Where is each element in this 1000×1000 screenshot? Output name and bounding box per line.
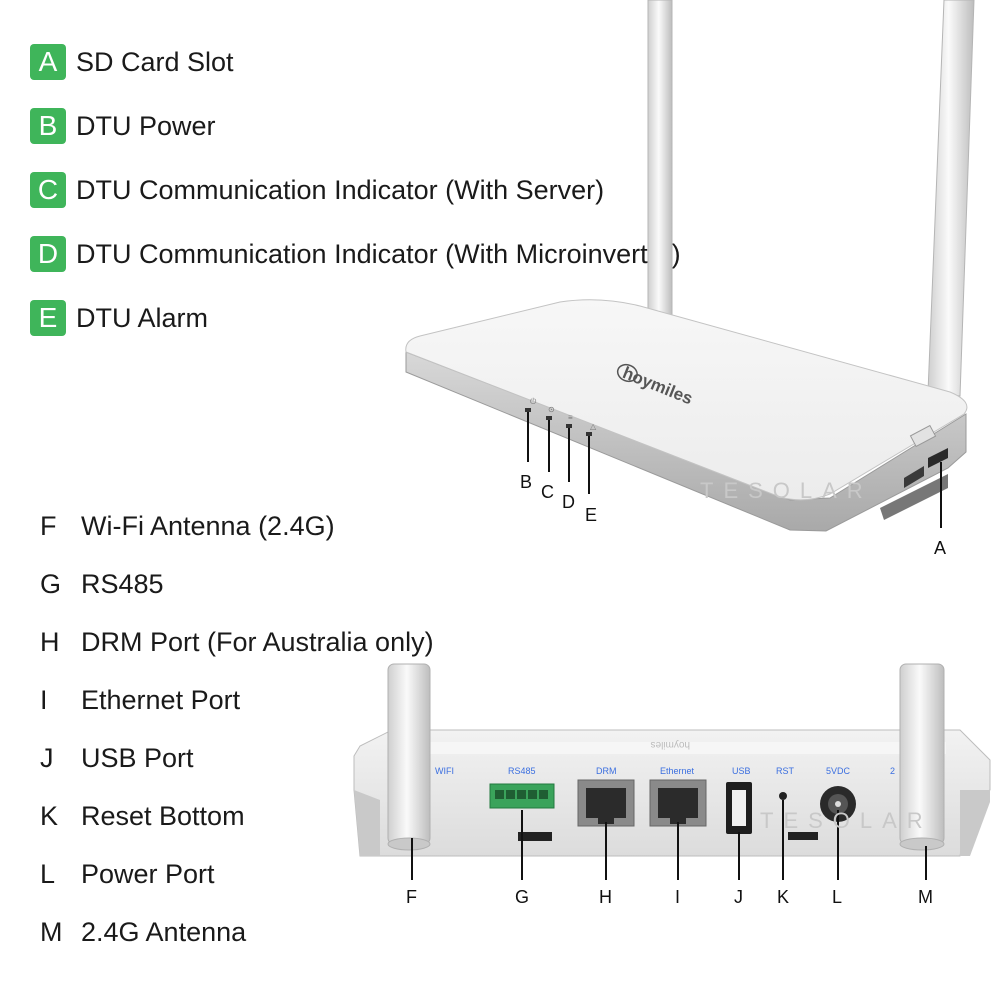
legend-badge-d: D (30, 236, 66, 272)
rs485-terminal (489, 783, 555, 809)
legend-text-j: USB Port (81, 742, 194, 773)
legend-item-h: H DRM Port (For Australia only) (40, 622, 434, 662)
rear-antenna-right (899, 663, 945, 851)
led-server (546, 416, 552, 420)
led-power (525, 408, 531, 412)
led-microinverter (566, 424, 572, 428)
legend-text-b: DTU Power (76, 110, 216, 141)
legend-letter-j: J (40, 742, 54, 773)
rear-watermark: TESOLAR (760, 808, 933, 833)
reset-hole (779, 792, 787, 800)
top-antenna-left (647, 0, 673, 323)
label-wifi: WIFI (435, 766, 454, 776)
callout-e: E (585, 505, 597, 525)
label-5vdc: 5VDC (826, 766, 851, 776)
legend-item-k: K Reset Bottom (40, 796, 245, 836)
rear-slot-left (518, 832, 552, 841)
legend-text-m: 2.4G Antenna (81, 916, 247, 947)
callout-m: M (918, 887, 933, 907)
drm-port (577, 779, 635, 827)
callout-j: J (734, 887, 743, 907)
legend-item-g: G RS485 (40, 564, 164, 604)
legend-item-i: I Ethernet Port (40, 680, 240, 720)
callout-b: B (520, 472, 532, 492)
label-rs485: RS485 (508, 766, 536, 776)
label-ant2: 2 (890, 766, 895, 776)
legend-item-b: B DTU Power (30, 108, 216, 144)
callout-f: F (406, 887, 417, 907)
legend-item-a: A SD Card Slot (30, 44, 234, 80)
legend-item-m: M 2.4G Antenna (40, 912, 246, 952)
ethernet-port (649, 779, 707, 827)
alarm-icon: △ (590, 422, 597, 431)
server-icon: ⊙ (548, 405, 555, 414)
legend-item-c: C DTU Communication Indicator (With Serv… (30, 172, 604, 208)
legend-badge-c: C (30, 172, 66, 208)
rear-slot-right (788, 832, 818, 840)
led-alarm (586, 432, 592, 436)
legend-text-k: Reset Bottom (81, 800, 245, 831)
rear-antenna-left (387, 663, 431, 851)
power-icon: ⏻ (530, 397, 537, 406)
rear-brand-text: hoymiles (651, 739, 690, 750)
callout-i: I (675, 887, 680, 907)
callout-k: K (777, 887, 789, 907)
top-device-face (405, 299, 968, 501)
legend-item-d: D DTU Communication Indicator (With Micr… (30, 236, 681, 272)
usb-port (726, 782, 752, 834)
legend-letter-m: M (40, 916, 63, 947)
legend-item-l: L Power Port (40, 854, 215, 894)
label-ethernet: Ethernet (660, 766, 695, 776)
legend-letter-f: F (40, 510, 57, 541)
microinverter-icon: ≡ (568, 413, 573, 422)
legend-text-i: Ethernet Port (81, 684, 241, 715)
legend-letter-h: H (40, 626, 60, 657)
legend-text-c: DTU Communication Indicator (With Server… (76, 174, 605, 205)
legend-badge-b: B (30, 108, 66, 144)
label-rst: RST (776, 766, 795, 776)
label-usb: USB (732, 766, 751, 776)
label-drm: DRM (596, 766, 617, 776)
sd-card-slot (904, 424, 948, 488)
top-callout-lines (527, 412, 942, 528)
legend-text-d: DTU Communication Indicator (With Microi… (76, 238, 681, 269)
top-device: hoymiles ⏻ ⊙ ≡ △ B C D E (405, 0, 975, 558)
callout-d: D (562, 492, 575, 512)
power-port (820, 786, 856, 822)
legend-text-e: DTU Alarm (76, 302, 209, 333)
callout-l: L (832, 887, 842, 907)
legend-item-j: J USB Port (40, 738, 194, 778)
legend-text-f: Wi-Fi Antenna (2.4G) (81, 510, 335, 541)
legend-item-e: E DTU Alarm (30, 300, 208, 336)
legend-letter-g: G (40, 568, 62, 599)
callout-a: A (934, 538, 946, 558)
callout-g: G (515, 887, 529, 907)
rear-callout-lines (411, 800, 927, 880)
legend-letter-k: K (40, 800, 59, 831)
legend-text-g: RS485 (81, 568, 164, 599)
legend-text-h: DRM Port (For Australia only) (81, 626, 434, 657)
callout-h: H (599, 887, 612, 907)
legend-item-f: F Wi-Fi Antenna (2.4G) (40, 506, 335, 546)
legend-badge-e: E (30, 300, 66, 336)
legend-text-a: SD Card Slot (76, 46, 234, 77)
legend-letter-i: I (40, 684, 48, 715)
top-antenna-right (927, 0, 975, 397)
top-watermark: TESOLAR (700, 478, 873, 503)
indicator-leds: ⏻ ⊙ ≡ △ (525, 397, 597, 436)
callout-c: C (541, 482, 554, 502)
legend-text-l: Power Port (81, 858, 215, 889)
legend-badge-a: A (30, 44, 66, 80)
legend-letter-l: L (40, 858, 56, 889)
rear-device: hoymiles WIFI RS485 DRM Ethernet USB RST… (353, 663, 991, 907)
